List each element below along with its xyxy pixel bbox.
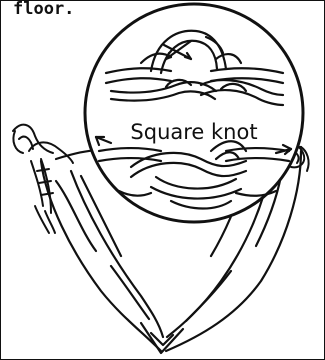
left-tied-end bbox=[13, 125, 73, 233]
square-knot-inset: Square knot bbox=[85, 4, 303, 222]
square-knot-label: Square knot bbox=[130, 120, 257, 144]
